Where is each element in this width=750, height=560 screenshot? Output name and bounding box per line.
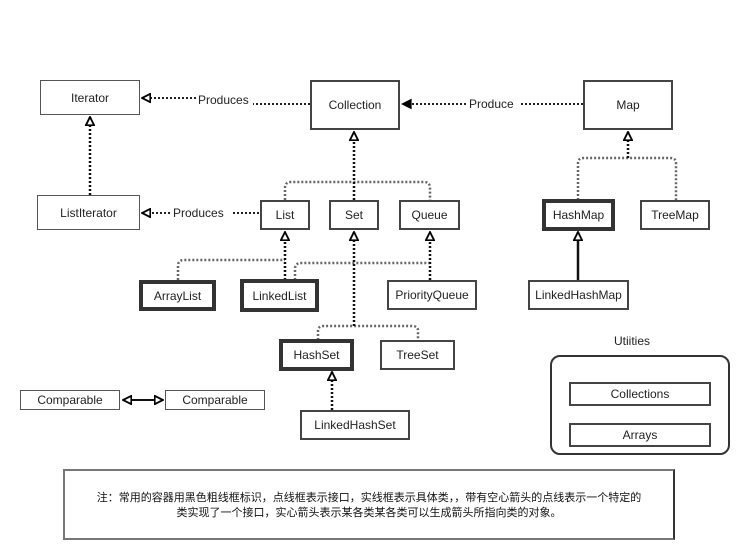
node-collection: Collection [310,80,400,130]
node-treemap: TreeMap [640,200,710,230]
node-set: Set [329,200,379,230]
edge-list-set-queue-collection [283,180,432,200]
edge-linkedlist-queue [293,261,430,280]
node-label: Comparable [182,393,248,407]
utilities-title: Utiities [614,334,651,348]
node-map: Map [583,80,673,130]
legend-note-line-1: 注：常用的容器用黑色粗线框标识，点线框表示接口，实线框表示具体类，，带有空心箭头… [96,490,642,504]
node-label: LinkedHashMap [535,288,622,302]
node-hashset: HashSet [279,339,354,371]
edge-arraylist-list [176,258,285,280]
node-label: TreeMap [651,208,699,222]
node-treeset: TreeSet [380,340,455,370]
node-listiterator: ListIterator [37,195,140,230]
node-linkedhashmap: LinkedHashMap [528,280,629,310]
node-label: ArrayList [153,288,202,303]
node-comparable-left: Comparable [20,390,120,410]
utility-arrays: Arrays [569,423,711,447]
node-label: Map [616,98,640,112]
node-label: Queue [411,208,448,222]
node-label: TreeSet [396,348,439,362]
node-label: LinkedHashSet [314,418,396,432]
node-label: List [275,208,295,222]
edge-hashset-treeset [316,324,420,340]
node-comparable-right: Comparable [165,390,265,410]
edge-collection-iterator [142,98,310,104]
node-priorityqueue: PriorityQueue [387,280,477,310]
node-label: HashSet [293,348,340,362]
node-list: List [260,200,310,230]
node-label: Iterator [70,90,109,105]
node-label: Collections [610,387,670,401]
node-label: ListIterator [60,205,117,220]
node-arraylist: ArrayList [139,280,216,311]
edge-label-produces-iterator: Produces [197,93,250,107]
node-label: Arrays [622,428,658,442]
edge-label-produce-map: Produce [468,97,515,111]
legend-note: 注：常用的容器用黑色粗线框标识，点线框表示接口，实线框表示具体类，，带有空心箭头… [63,469,675,540]
node-label: Set [344,208,363,222]
edge-label-produces-listiterator: Produces [172,206,225,220]
node-label: LinkedList [252,288,307,303]
node-hashmap: HashMap [542,199,615,231]
node-linkedhashset: LinkedHashSet [300,410,410,440]
node-label: Comparable [37,393,103,407]
node-label: HashMap [552,208,605,222]
utilities-group [550,355,730,455]
node-label: Collection [328,98,382,112]
node-queue: Queue [399,200,460,230]
legend-note-line-2: 类实现了一个接口，实心箭头表示某各类某各类可以生成箭头所指向类的对象。 [176,505,562,519]
edge-hashmap-treemap-map [576,156,678,200]
utility-collections: Collections [569,382,711,406]
node-linkedlist: LinkedList [240,279,319,312]
node-iterator: Iterator [40,80,140,115]
node-label: PriorityQueue [395,288,469,302]
